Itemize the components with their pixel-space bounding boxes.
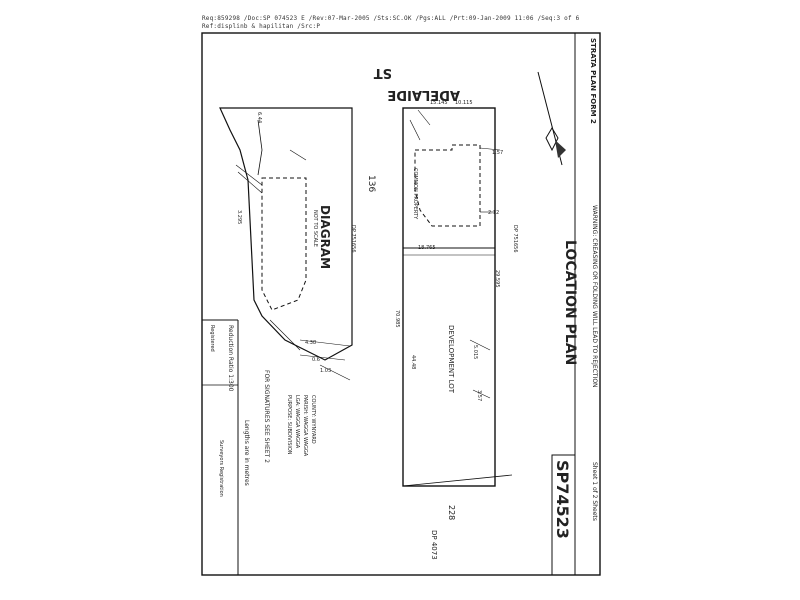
header-line-2: Ref:displinb & hapilitan /Src:P bbox=[202, 23, 321, 30]
dp-left-label: DP 751656 bbox=[350, 225, 356, 253]
dp-right-label: DP 751656 bbox=[512, 225, 518, 253]
dim-label: 1.57 bbox=[492, 150, 504, 156]
note-line: PARISH: WAGGA WAGGA bbox=[302, 395, 308, 457]
easement-left bbox=[261, 177, 307, 311]
dim-label: 3.295 bbox=[236, 210, 242, 225]
dim-label: 6.44 bbox=[256, 112, 262, 124]
registered-label: Registered bbox=[209, 325, 215, 352]
development-lot-boundary bbox=[402, 107, 513, 487]
dim-label: 44.48 bbox=[410, 355, 416, 370]
north-arrow-icon bbox=[537, 71, 566, 166]
dim-label: 10.115 bbox=[455, 100, 473, 106]
dim-label: 18.765 bbox=[418, 245, 436, 251]
not-to-scale-label: NOT TO SCALE bbox=[312, 210, 318, 247]
dim-label: 29.595 bbox=[494, 270, 500, 288]
lot-228-label: 228 bbox=[447, 505, 456, 521]
plan-number-box bbox=[551, 454, 576, 576]
street-suffix: ST bbox=[373, 65, 392, 80]
signatures-stamp: FOR SIGNATURES SEE SHEET 2 bbox=[263, 370, 270, 463]
lengths-label: Lengths are in metres bbox=[243, 420, 250, 486]
scale-label: Reduction Ratio 1:300 bbox=[227, 325, 234, 392]
sheet-count: Sheet 1 of 2 Sheets bbox=[591, 462, 598, 521]
dim-label: 2.12 bbox=[488, 210, 500, 216]
note-line: LGA: WAGGA WAGGA bbox=[294, 395, 300, 449]
common-property-boundary bbox=[414, 144, 481, 227]
warning-text: WARNING: CREASING OR FOLDING WILL LEAD T… bbox=[591, 205, 598, 388]
location-plan-title: LOCATION PLAN bbox=[562, 240, 578, 366]
dim-label: 4.38 bbox=[305, 340, 317, 346]
dim-label: 15.145 bbox=[430, 100, 448, 106]
dim-label: 3.57 bbox=[476, 390, 482, 402]
development-lot-label: DEVELOPMENT LOT bbox=[447, 325, 455, 394]
dim-label: 1.03 bbox=[320, 368, 332, 374]
sheet-title: STRATA PLAN FORM 2 bbox=[589, 38, 597, 124]
dim-label: 0.6 bbox=[312, 357, 320, 363]
sheet-border bbox=[201, 32, 601, 576]
lot-boundary-left bbox=[219, 107, 353, 361]
common-property-label: COMMON PROPERTY bbox=[412, 168, 418, 220]
dim-label: 70.985 bbox=[394, 310, 400, 328]
lot-136-label: 136 bbox=[366, 175, 376, 193]
header-line-1: Req:859298 /Doc:SP 074523 E /Rev:07-Mar-… bbox=[202, 15, 580, 22]
dim-label: 5.015 bbox=[472, 345, 478, 360]
dp-bottom-label: DP 4073 bbox=[430, 530, 438, 560]
plan-number: SP74523 bbox=[553, 460, 572, 539]
diagram-title: DIAGRAM bbox=[318, 205, 332, 270]
note-line: COUNTY: WYNYARD bbox=[310, 395, 316, 444]
surveyor-label: Surveyors Registration bbox=[218, 440, 224, 497]
note-line: PURPOSE: SUBDIVISION bbox=[286, 395, 292, 455]
street-name: ADELAIDE bbox=[387, 87, 460, 102]
